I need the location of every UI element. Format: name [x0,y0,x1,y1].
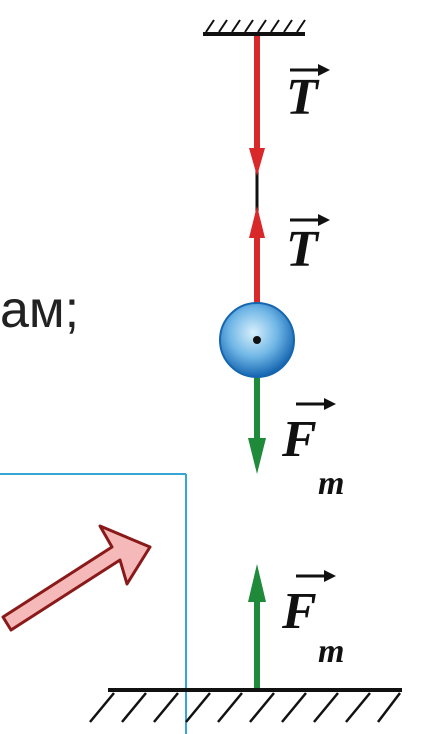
ball-center-dot [253,336,261,344]
svg-text:m: m [318,465,344,502]
svg-text:T: T [286,221,320,278]
tension-arrow-down [249,36,265,176]
label-tension-bottom: T [286,214,330,278]
ground-support-icon [89,688,402,723]
partial-text-line: ам; [0,281,80,339]
svg-text:T: T [286,69,320,126]
label-force-ground: F m [281,570,344,670]
label-tension-top: T [286,64,330,126]
diagonal-arrow-icon [1,524,152,632]
svg-text:F: F [281,583,317,640]
force-arrow-up [248,564,266,690]
svg-text:F: F [281,411,317,468]
ceiling-support-icon [203,19,306,36]
svg-text:m: m [318,633,344,670]
label-force-lower: F m [281,398,344,502]
force-arrow-down [248,378,266,474]
